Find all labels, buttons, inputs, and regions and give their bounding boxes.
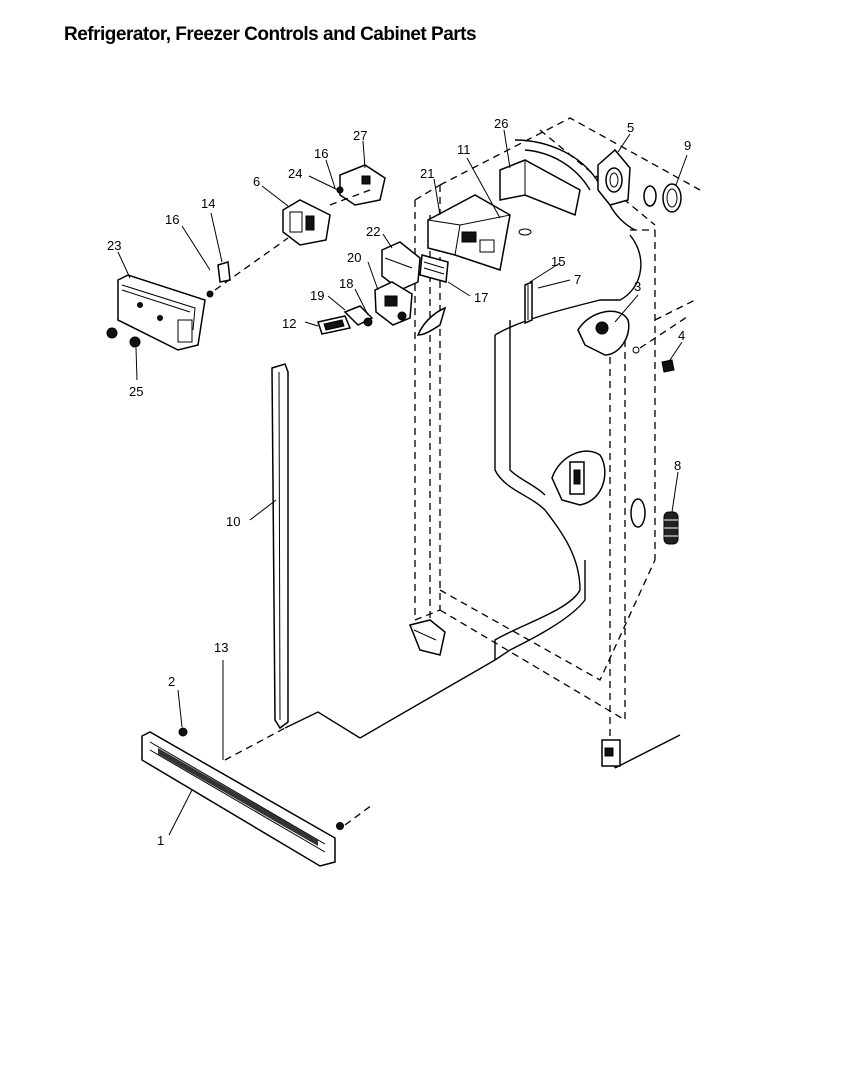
disc-3 (577, 310, 640, 356)
callout-5: 5 (627, 120, 634, 135)
screws-25 (106, 327, 141, 348)
callout-labels: 1 2 3 4 5 6 7 8 9 10 11 12 13 14 15 16 1… (107, 116, 691, 848)
page-title: Refrigerator, Freezer Controls and Cabin… (64, 24, 477, 45)
callout-12: 12 (282, 316, 296, 331)
callout-19: 19 (310, 288, 324, 303)
gasket-17 (419, 254, 449, 283)
spring-8 (663, 511, 679, 545)
callout-14: 14 (201, 196, 215, 211)
bracket-6 (282, 199, 331, 246)
callout-10: 10 (226, 514, 240, 529)
knob-4 (661, 359, 675, 373)
light-cover-9 (662, 183, 682, 213)
control-22 (381, 241, 421, 291)
callout-16a: 16 (165, 212, 179, 227)
callout-6: 6 (253, 174, 260, 189)
callout-15: 15 (551, 254, 565, 269)
callout-23: 23 (107, 238, 121, 253)
trim-strip-10 (271, 363, 289, 730)
bottom-hinge-right (601, 739, 621, 767)
mullion-divider (284, 139, 642, 739)
clip-14 (206, 261, 231, 298)
strip-15 (524, 280, 533, 325)
callout-2: 2 (168, 674, 175, 689)
bottom-hinge-left (408, 619, 446, 656)
callout-26: 26 (494, 116, 508, 131)
air-diffuser (416, 306, 447, 336)
knob-18-19 (343, 305, 407, 327)
callout-3: 3 (634, 279, 641, 294)
callout-9: 9 (684, 138, 691, 153)
control-20 (374, 281, 413, 326)
callout-4: 4 (678, 328, 685, 343)
callout-13: 13 (214, 640, 228, 655)
callout-22: 22 (366, 224, 380, 239)
callout-24: 24 (288, 166, 302, 181)
callout-1: 1 (157, 833, 164, 848)
callout-21: 21 (420, 166, 434, 181)
callout-27: 27 (353, 128, 367, 143)
light-bulb (643, 185, 657, 207)
control-housing-21 (427, 194, 511, 271)
callout-11: 11 (457, 142, 471, 157)
cabinet-base-edge (614, 734, 681, 769)
callout-20: 20 (347, 250, 361, 265)
damper-housing-26 (499, 159, 581, 236)
toe-grille-1 (141, 727, 344, 867)
control-panel-23 (117, 274, 206, 351)
callout-7: 7 (574, 272, 581, 287)
callout-16b: 16 (314, 146, 328, 161)
callout-18: 18 (339, 276, 353, 291)
lower-light-assembly (551, 450, 646, 528)
callout-25: 25 (129, 384, 143, 399)
callout-8: 8 (674, 458, 681, 473)
light-socket-5 (597, 148, 631, 206)
dial-12 (317, 315, 352, 335)
callout-17: 17 (474, 290, 488, 305)
leader-lines (117, 129, 691, 836)
